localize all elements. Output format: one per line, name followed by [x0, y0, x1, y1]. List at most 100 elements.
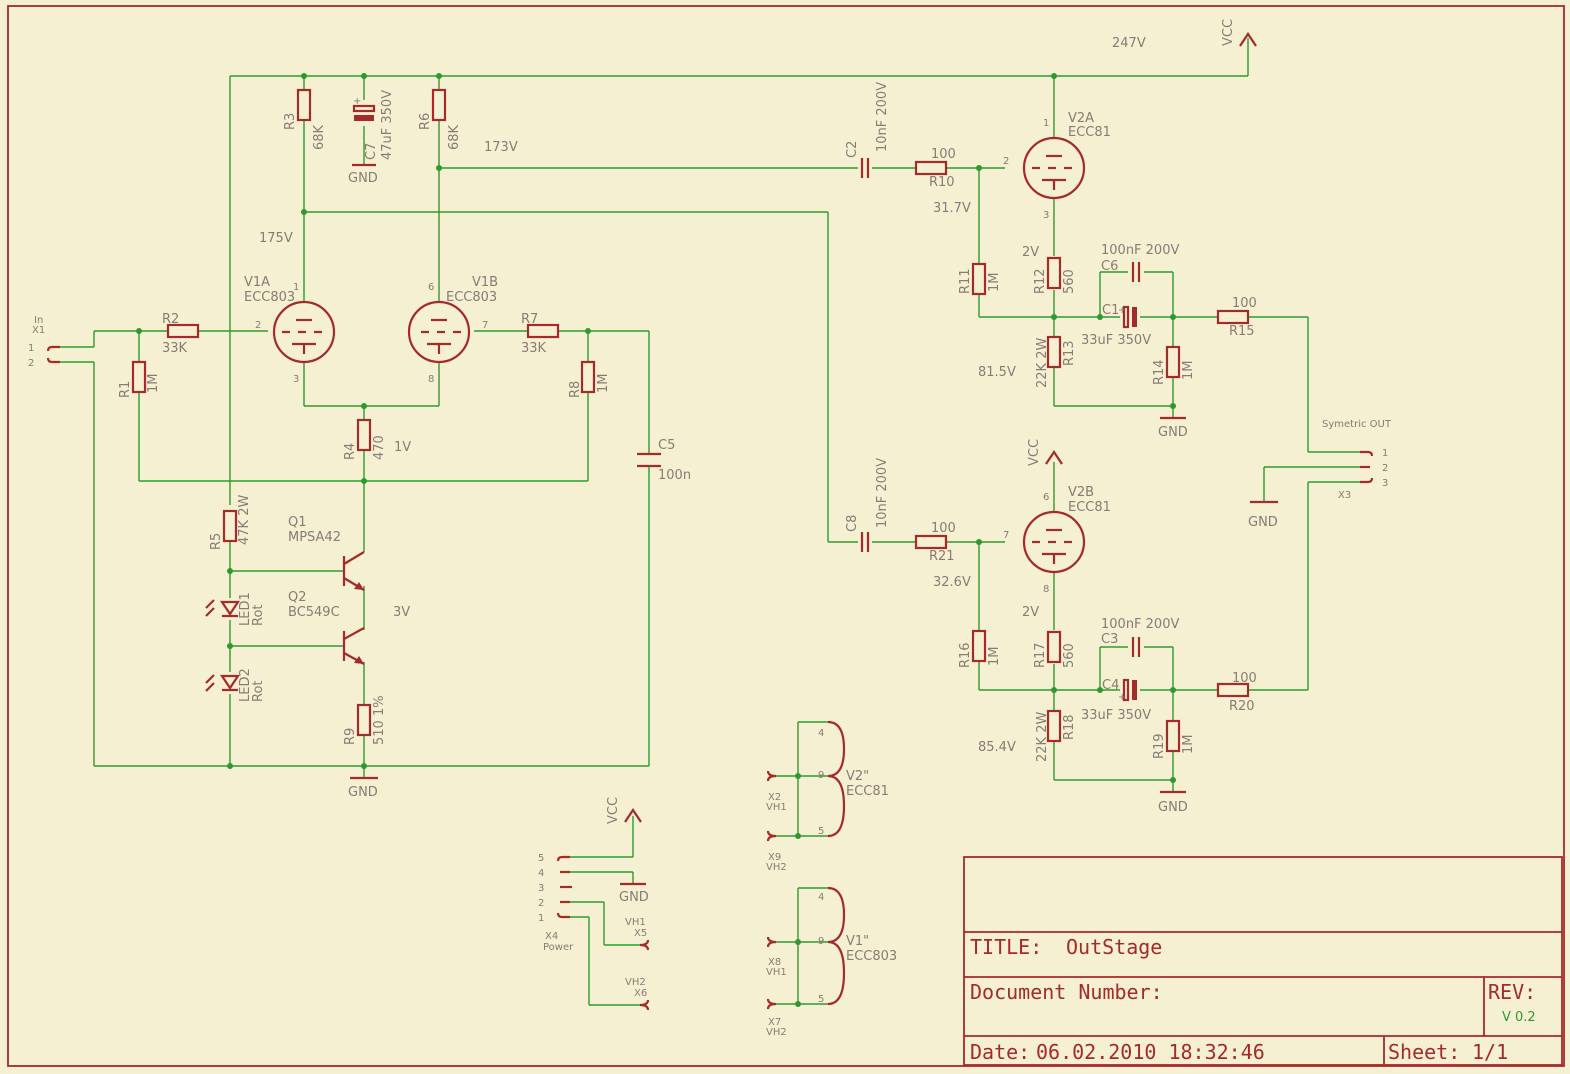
svg-text:GND: GND: [619, 890, 649, 905]
svg-text:1: 1: [293, 282, 299, 293]
voltage-labels: 247V 173V 175V 1V 3V 31.7V 2V 81.5V 32.6…: [259, 36, 1146, 755]
svg-text:68K: 68K: [447, 124, 462, 150]
svg-text:Symetric OUT: Symetric OUT: [1322, 419, 1392, 430]
sheet-value: 1/1: [1472, 1040, 1508, 1064]
capacitor-c1: + C1 33uF 350V: [1081, 303, 1151, 348]
tube-v1b: V1B ECC803 6 7 8: [407, 275, 498, 385]
svg-text:100: 100: [1232, 671, 1257, 686]
tube-v1a: V1A ECC803 1 2 3: [244, 275, 336, 385]
resistor-r20: 100 R20: [1216, 671, 1257, 714]
svg-text:3: 3: [538, 883, 544, 894]
svg-text:4: 4: [818, 892, 824, 903]
svg-text:MPSA42: MPSA42: [288, 530, 341, 545]
svg-text:33K: 33K: [521, 341, 547, 356]
svg-text:Q2: Q2: [288, 590, 307, 605]
svg-text:3: 3: [1382, 478, 1388, 489]
title-label: TITLE:: [970, 935, 1042, 959]
svg-text:173V: 173V: [484, 140, 518, 155]
svg-text:R14: R14: [1152, 359, 1167, 385]
resistor-r16: R16 1M: [958, 629, 1002, 668]
svg-text:Q1: Q1: [288, 515, 307, 530]
svg-text:+: +: [353, 96, 361, 107]
resistor-r11: R11 1M: [958, 262, 1002, 296]
svg-text:ECC81: ECC81: [846, 784, 889, 799]
resistor-r21: 100 R21: [914, 521, 956, 564]
svg-text:9: 9: [818, 770, 824, 781]
svg-text:VH1: VH1: [766, 967, 787, 978]
svg-text:R2: R2: [162, 312, 179, 327]
svg-text:33uF 350V: 33uF 350V: [1081, 708, 1151, 723]
svg-text:1M: 1M: [987, 647, 1002, 667]
resistor-r13: R13 22K 2W: [1035, 335, 1077, 388]
svg-text:22K 2W: 22K 2W: [1035, 712, 1050, 762]
svg-text:ECC803: ECC803: [846, 949, 897, 964]
svg-text:7: 7: [1003, 530, 1009, 541]
svg-text:R20: R20: [1229, 699, 1255, 714]
svg-text:V1B: V1B: [472, 275, 498, 290]
svg-text:47K 2W: 47K 2W: [237, 495, 252, 545]
svg-text:BC549C: BC549C: [288, 605, 340, 620]
svg-text:R7: R7: [521, 312, 538, 327]
svg-text:C1: C1: [1102, 303, 1119, 318]
svg-text:1M: 1M: [1181, 361, 1196, 381]
svg-text:+: +: [1118, 305, 1126, 316]
date-label: Date:: [970, 1040, 1030, 1064]
svg-text:LED2: LED2: [238, 668, 253, 702]
svg-text:R12: R12: [1033, 268, 1048, 294]
svg-text:X1: X1: [32, 325, 45, 336]
svg-text:33K: 33K: [162, 341, 188, 356]
svg-text:560: 560: [1062, 643, 1077, 668]
capacitor-c5: C5 100n: [637, 438, 691, 483]
svg-text:VH2: VH2: [625, 977, 646, 988]
svg-text:2V: 2V: [1022, 605, 1039, 620]
svg-text:4: 4: [818, 728, 824, 739]
gnd-symbol-icon: GND: [619, 882, 649, 905]
svg-text:1M: 1M: [987, 273, 1002, 293]
svg-text:R4: R4: [343, 443, 358, 460]
svg-text:VH2: VH2: [766, 1027, 787, 1038]
svg-text:VH1: VH1: [766, 802, 787, 813]
svg-text:R16: R16: [958, 642, 973, 668]
resistor-r5: R5 47K 2W: [209, 495, 252, 550]
svg-text:510 1%: 510 1%: [372, 695, 387, 745]
svg-text:V2B: V2B: [1068, 485, 1094, 500]
gnd-symbol-icon: GND: [1248, 500, 1278, 530]
vcc-arrow-icon: VCC: [1027, 439, 1063, 474]
gnd-symbol-icon: GND: [1158, 790, 1188, 815]
svg-text:GND: GND: [348, 171, 378, 186]
connector-x5: VH1 X5: [625, 917, 650, 951]
svg-text:R13: R13: [1062, 340, 1077, 366]
svg-text:4: 4: [538, 868, 544, 879]
svg-text:22K 2W: 22K 2W: [1035, 338, 1050, 388]
svg-text:33uF 350V: 33uF 350V: [1081, 333, 1151, 348]
svg-text:2: 2: [1003, 156, 1009, 167]
svg-text:1M: 1M: [146, 374, 161, 394]
svg-text:6: 6: [1043, 492, 1049, 503]
heater-v2: 4 9 5 V2" ECC81: [818, 720, 889, 838]
connector-x2: X2 VH1: [766, 770, 787, 813]
led-1-icon: LED1 Rot: [205, 592, 266, 626]
svg-text:C8: C8: [845, 515, 860, 532]
svg-text:1: 1: [28, 343, 34, 354]
svg-text:Power: Power: [543, 942, 574, 953]
vcc-arrow-icon: VCC: [606, 797, 642, 824]
svg-text:6: 6: [428, 282, 434, 293]
svg-text:10nF 200V: 10nF 200V: [875, 458, 890, 528]
svg-text:VCC: VCC: [606, 797, 621, 824]
svg-text:C2: C2: [845, 141, 860, 158]
gnd-symbol-icon: GND: [348, 163, 378, 186]
svg-text:1: 1: [1043, 118, 1049, 129]
svg-text:R5: R5: [209, 533, 224, 550]
capacitor-c3: 100nF 200V C3: [1101, 617, 1179, 659]
svg-text:9: 9: [818, 936, 824, 947]
connector-x9: X9 VH2: [766, 830, 787, 873]
svg-text:C6: C6: [1101, 259, 1118, 274]
svg-text:5: 5: [818, 826, 824, 837]
doc-number-label: Document Number:: [970, 980, 1163, 1004]
capacitor-c4: + C4 33uF 350V: [1081, 678, 1151, 723]
svg-text:5: 5: [818, 994, 824, 1005]
svg-text:V1": V1": [846, 934, 869, 949]
svg-text:V2A: V2A: [1068, 111, 1094, 126]
svg-text:ECC81: ECC81: [1068, 125, 1111, 140]
